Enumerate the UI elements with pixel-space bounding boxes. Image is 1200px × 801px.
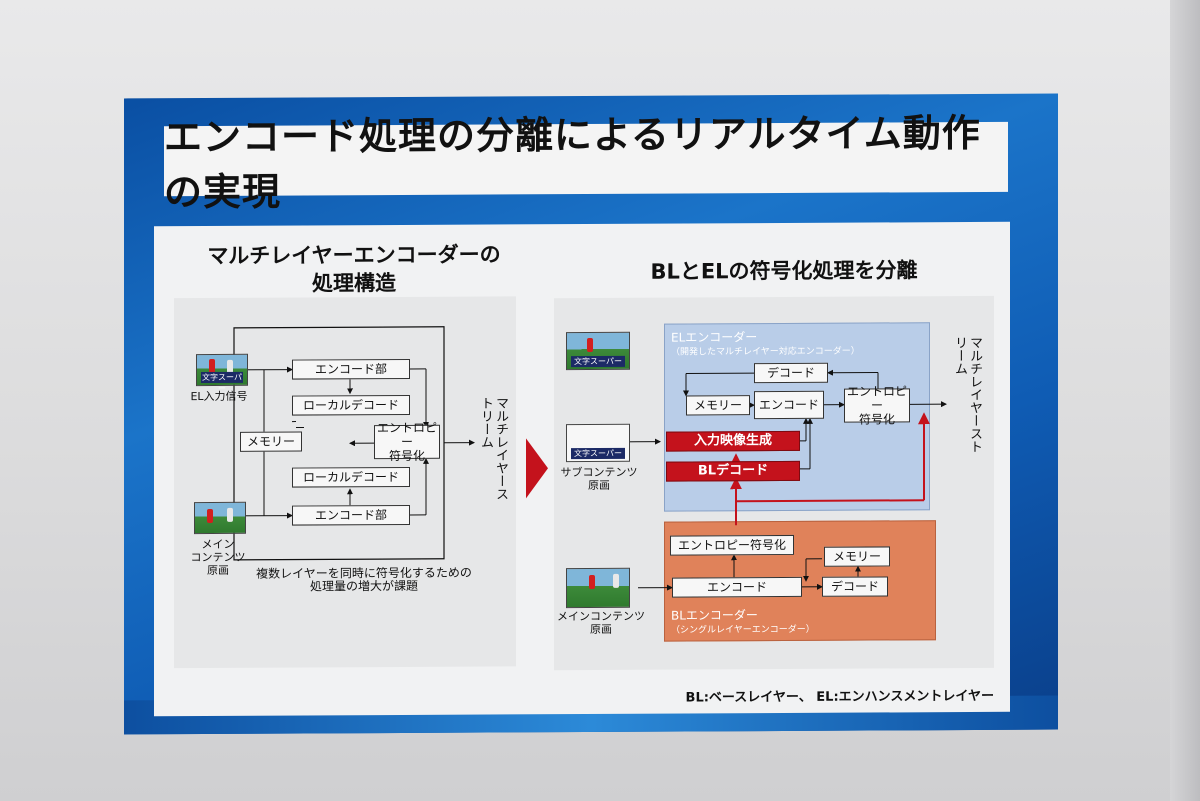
- poster-title: エンコード処理の分離によるリアルタイム動作の実現: [164, 110, 981, 215]
- el-decode-box: デコード: [754, 362, 828, 384]
- main-content-thumbnail-right: [566, 567, 630, 609]
- thumb-caption: 文字スーパー: [201, 371, 243, 393]
- left-note: 複数レイヤーを同時に符号化するための 処理量の増大が課題: [234, 566, 494, 594]
- title-bar: エンコード処理の分離によるリアルタイム動作の実現: [164, 111, 1008, 214]
- left-output-label: マルチレイヤーストリーム: [478, 396, 508, 501]
- main-content-thumbnail: [194, 501, 246, 535]
- el-input-thumbnail-right: 文字スーパー: [566, 331, 630, 371]
- encoder-top: エンコード部: [292, 358, 410, 380]
- main-content-label-right: メインコンテンツ 原画: [557, 609, 645, 637]
- right-heading: BLとELの符号化処理を分離: [650, 258, 918, 284]
- right-output-label: マルチレイヤーストリーム: [952, 335, 982, 454]
- entropy-box: エントロピー 符号化: [374, 421, 440, 463]
- el-memory-box: メモリー: [686, 395, 750, 416]
- right-diagram: ELエンコーダー （開発したマルチレイヤー対応エンコーダー） BLエンコーダー …: [554, 295, 994, 671]
- sub-content-thumbnail: 文字スーパー: [566, 423, 630, 463]
- encoder-bottom: エンコード部: [292, 504, 410, 526]
- input-video-gen-box: 入力映像生成: [666, 430, 800, 452]
- sub-content-label: サブコンテンツ 原画: [560, 465, 638, 493]
- content-panel: マルチレイヤーエンコーダーの 処理構造 BLとELの符号化処理を分離: [154, 221, 1010, 717]
- local-decode-top: ローカルデコード: [292, 394, 410, 416]
- sub-thumb-caption: 文字スーパー: [571, 447, 625, 460]
- left-diagram: 文字スーパー EL入力信号 メイン コンテンツ 原画 エンコード部 ローカルデコ…: [174, 296, 516, 669]
- bl-encode-box: エンコード: [672, 576, 802, 598]
- bl-decode-box: デコード: [822, 576, 888, 597]
- left-note-line2: 処理量の増大が課題: [309, 578, 418, 594]
- left-heading-line1: マルチレイヤーエンコーダーの: [207, 242, 501, 269]
- local-decode-bottom: ローカルデコード: [292, 466, 410, 488]
- left-diagram-lines: [230, 326, 475, 561]
- poster: エンコード処理の分離によるリアルタイム動作の実現 マルチレイヤーエンコーダーの …: [124, 93, 1058, 735]
- memory-box: メモリー: [240, 431, 302, 452]
- wall-edge: [1170, 0, 1200, 801]
- bl-memory-box: メモリー: [824, 546, 890, 567]
- left-heading: マルチレイヤーエンコーダーの 処理構造: [194, 240, 514, 298]
- el-encode-box: エンコード: [754, 390, 824, 420]
- left-heading-line2: 処理構造: [312, 271, 396, 296]
- el-input-label: EL入力信号: [190, 389, 248, 404]
- el-entropy-box: エントロピー 符号化: [844, 384, 910, 427]
- bl-entropy-box: エントロピー符号化: [670, 534, 794, 556]
- footnote: BL:ベースレイヤー、 EL:エンハンスメントレイヤー: [685, 688, 994, 706]
- el-input-thumbnail: 文字スーパー: [196, 353, 248, 393]
- transition-arrow: [526, 438, 548, 499]
- bl-decode-red-box: BLデコード: [666, 460, 800, 482]
- thumb-caption-right: 文字スーパー: [571, 355, 625, 368]
